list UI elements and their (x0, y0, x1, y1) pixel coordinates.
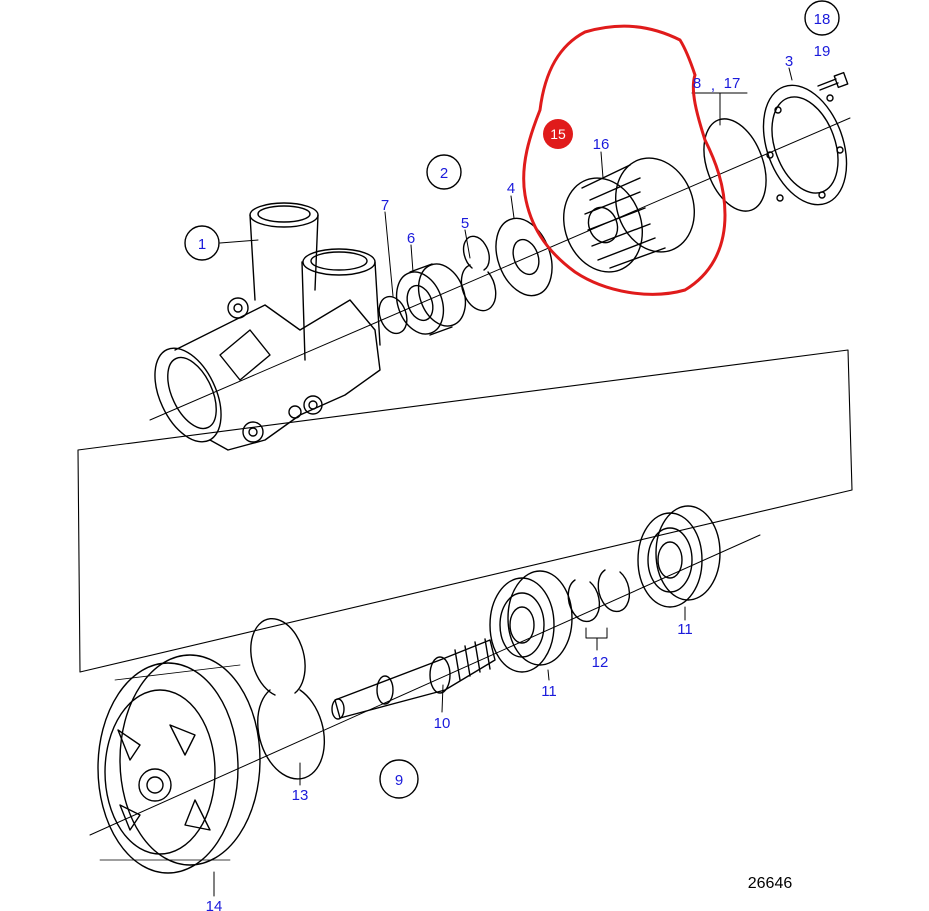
callout-circle-9 (379, 759, 419, 799)
callout-1: 1 (198, 236, 206, 253)
callout-11-right: 11 (677, 621, 693, 638)
pulley-14 (97, 654, 261, 874)
circlip-12b (597, 569, 631, 613)
o-ring-8-17 (703, 118, 767, 212)
wear-plate-4 (495, 217, 553, 297)
circlip-13 (250, 618, 326, 780)
drawing-number: 26646 (748, 875, 793, 892)
callout-4: 4 (507, 180, 515, 197)
callout-2: 2 (440, 165, 448, 182)
callout-3: 3 (785, 53, 793, 70)
callout-7: 7 (381, 197, 389, 214)
callout-12: 12 (592, 654, 609, 671)
impeller-16 (562, 157, 696, 273)
callout-14: 14 (206, 898, 223, 911)
callout-circle-2 (426, 154, 462, 190)
bearing-11-right (637, 505, 721, 608)
circlip-5 (460, 235, 497, 312)
callout-circle-1 (184, 225, 220, 261)
circlip-12a (567, 579, 601, 623)
callout-13: 13 (292, 787, 309, 804)
bearing-11-left (489, 570, 573, 673)
callout-5: 5 (461, 215, 469, 232)
leader-lines (213, 67, 793, 897)
callout-comma: , (711, 77, 715, 94)
callout-circle-18 (804, 0, 840, 36)
highlight-badge (543, 119, 573, 149)
callout-17: 17 (724, 75, 741, 92)
highlight-badge-label: 15 (550, 126, 566, 142)
callout-11-left: 11 (541, 683, 557, 700)
callout-10: 10 (434, 715, 451, 732)
callout-18: 18 (814, 11, 831, 28)
callout-19: 19 (814, 43, 831, 60)
seal-6 (395, 263, 467, 336)
upper-axis-line (149, 117, 851, 421)
cover-3 (762, 84, 848, 206)
pump-housing (154, 202, 381, 451)
lower-axis-line (89, 534, 761, 836)
shaft-10 (331, 638, 496, 720)
group-separator-box (77, 349, 853, 673)
highlight-outline (522, 24, 727, 296)
callout-8: 8 (693, 75, 701, 92)
screw-19 (817, 71, 849, 91)
callout-9: 9 (395, 772, 403, 789)
o-ring-7 (378, 295, 408, 335)
callout-16: 16 (593, 136, 610, 153)
callout-6: 6 (407, 230, 415, 247)
